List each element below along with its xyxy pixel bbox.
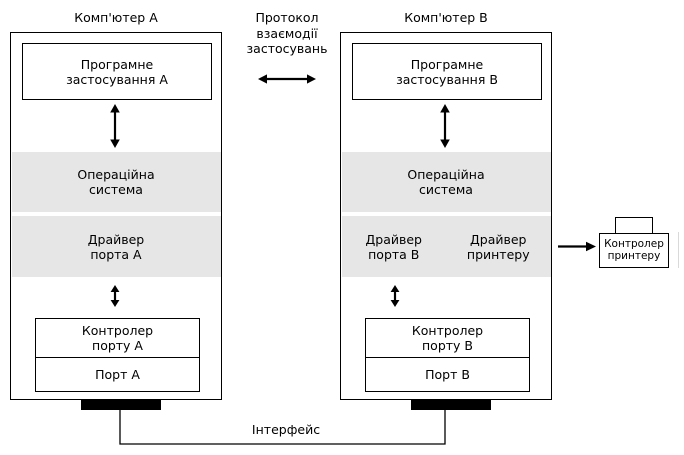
computer-a-driver-label: Драйвер порта A	[87, 231, 145, 262]
computer-b-port-controller-box: Контролер порту B	[365, 318, 530, 358]
computer-b-printer-driver-label: Драйвер принтеру	[466, 231, 530, 262]
computer-a-port-box: Порт A	[35, 357, 200, 392]
computer-b-port-controller-label: Контролер порту B	[411, 323, 484, 353]
computer-a-port-controller-box: Контролер порту A	[35, 318, 200, 358]
computer-b-connector	[411, 399, 491, 410]
double-arrow-horizontal-icon	[258, 72, 316, 86]
printer-controller-box: Контролер принтеру	[599, 233, 669, 268]
computer-b-port-driver-label: Драйвер порта B	[365, 231, 422, 262]
printer-controller-label: Контролер принтеру	[604, 238, 664, 262]
computer-b-os-label: Операційна система	[407, 167, 485, 197]
computer-a-os-band: Операційна система	[11, 152, 221, 212]
computer-b-driver-band: Драйвер порта B Драйвер принтеру	[341, 216, 551, 277]
computer-a-connector	[81, 399, 161, 410]
computer-b-application-box: Програмне застосування B	[352, 43, 542, 100]
computer-a-port-controller-label: Контролер порту A	[81, 323, 154, 353]
computer-a-application-box: Програмне застосування A	[22, 43, 212, 100]
protocol-note: Протокол взаємодії застосувань	[246, 10, 328, 56]
computer-a-driver-band: Драйвер порта A	[11, 216, 221, 277]
computer-a-port-label: Порт A	[95, 367, 140, 382]
interface-link	[110, 405, 455, 450]
computer-a-application-label: Програмне застосування A	[66, 56, 168, 87]
computer-b-port-box: Порт B	[365, 357, 530, 392]
double-arrow-vertical-short-icon-b2	[388, 285, 402, 307]
double-arrow-vertical-icon-b1	[438, 104, 452, 148]
computer-b-os-band: Операційна система	[341, 152, 551, 212]
computer-a-os-label: Операційна система	[77, 167, 155, 197]
computer-b-title: Комп'ютер B	[404, 10, 488, 25]
computer-a-title: Комп'ютер A	[74, 10, 158, 25]
double-arrow-vertical-icon-a1	[108, 104, 122, 148]
arrow-right-icon-printer	[558, 240, 596, 253]
computer-b-application-label: Програмне застосування B	[396, 56, 498, 87]
double-arrow-vertical-short-icon-a2	[108, 285, 122, 307]
edge-artifact-line	[678, 232, 679, 268]
interface-label: Інтерфейс	[210, 422, 362, 437]
computer-b-port-label: Порт B	[425, 367, 470, 382]
